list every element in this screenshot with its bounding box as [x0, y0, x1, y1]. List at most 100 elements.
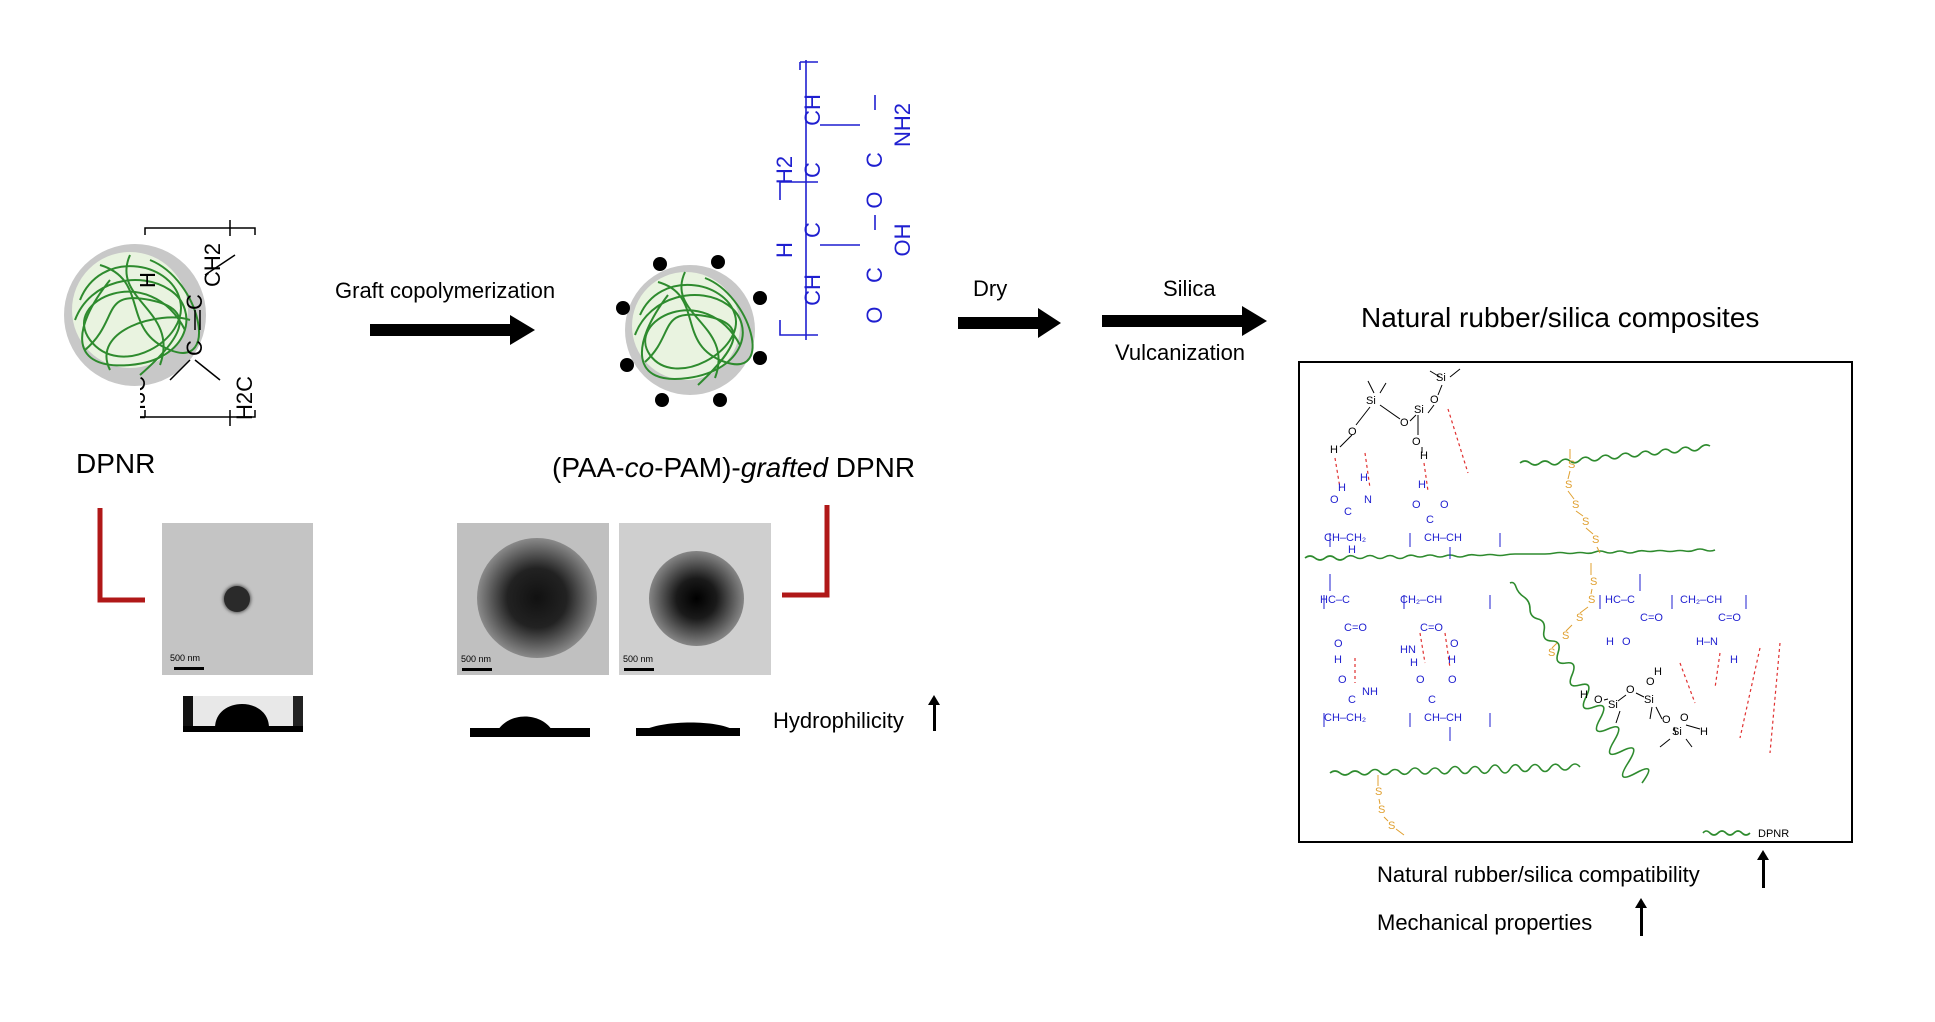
- svg-text:O: O: [1334, 638, 1343, 650]
- paa-pam-structure: CH C H2 C H CH C O NH2 C O OH: [772, 60, 915, 340]
- svg-text:S: S: [1592, 534, 1599, 546]
- chem-amide-o: O: [862, 191, 887, 208]
- arrow-up-mechanical: [1635, 898, 1647, 936]
- svg-text:S: S: [1565, 479, 1572, 491]
- svg-text:CH–CH₂: CH–CH₂: [1324, 532, 1366, 544]
- scale-label: 500 nm: [461, 654, 492, 664]
- svg-text:O: O: [1594, 694, 1603, 706]
- scale-bar: [462, 668, 492, 671]
- svg-text:O: O: [1680, 712, 1689, 724]
- svg-text:H: H: [1654, 666, 1662, 678]
- chem-oh: OH: [890, 224, 915, 257]
- legend-dpnr-text: DPNR: [1758, 828, 1789, 840]
- svg-text:H: H: [1338, 482, 1346, 494]
- svg-text:CH–CH: CH–CH: [1424, 712, 1462, 724]
- red-bracket-right: [782, 505, 830, 598]
- svg-text:S: S: [1388, 820, 1395, 832]
- svg-text:S: S: [1375, 786, 1382, 798]
- iso-h: H: [140, 272, 160, 288]
- grafted-dpnr-label: (PAA-co-PAM)-grafted DPNR: [552, 452, 915, 484]
- svg-text:O: O: [1662, 714, 1671, 726]
- svg-text:C: C: [1348, 694, 1356, 706]
- svg-text:O: O: [1626, 684, 1635, 696]
- contact-angle-dpnr: [183, 696, 303, 732]
- svg-text:O: O: [1450, 638, 1459, 650]
- svg-text:H: H: [1730, 654, 1738, 666]
- svg-text:S: S: [1576, 612, 1583, 624]
- chem-amide-c: C: [862, 152, 887, 168]
- svg-text:H: H: [1448, 654, 1456, 666]
- chem-acid-c: C: [862, 267, 887, 283]
- scale-label: 500 nm: [623, 654, 654, 664]
- tem-particle: [649, 551, 744, 646]
- svg-text:CH–CH₂: CH–CH₂: [1324, 712, 1366, 724]
- svg-text:CH₂–CH: CH₂–CH: [1400, 594, 1442, 606]
- grafted-particle: [616, 255, 767, 407]
- svg-text:H: H: [1348, 544, 1356, 556]
- svg-text:C=O: C=O: [1420, 622, 1443, 634]
- grafted-co: co: [624, 452, 655, 483]
- svg-text:O: O: [1622, 636, 1631, 648]
- svg-text:NH: NH: [1362, 686, 1378, 698]
- svg-text:O: O: [1430, 394, 1439, 406]
- iso-c1: C: [182, 294, 207, 310]
- iso-h3c: H3C: [140, 376, 150, 420]
- svg-text:O: O: [1416, 674, 1425, 686]
- svg-text:O: O: [1400, 417, 1409, 429]
- svg-text:H: H: [1330, 444, 1338, 456]
- svg-text:C=O: C=O: [1640, 612, 1663, 624]
- chem-h2: H2: [772, 156, 797, 184]
- arrow-silica: [1102, 306, 1267, 336]
- tem-particle: [224, 586, 250, 612]
- chem-ch-top: CH: [800, 94, 825, 126]
- svg-text:C=O: C=O: [1344, 622, 1367, 634]
- arrow-up-compatibility: [1757, 850, 1769, 888]
- vulcanization-step-label: Vulcanization: [1115, 340, 1246, 365]
- contact-angle-grafted-2: [636, 722, 740, 736]
- arrow-dry: [958, 308, 1061, 338]
- svg-text:S: S: [1568, 459, 1575, 471]
- svg-text:O: O: [1348, 426, 1357, 438]
- svg-text:HC–C: HC–C: [1320, 594, 1350, 606]
- tem-particle: [477, 538, 597, 658]
- svg-text:S: S: [1378, 804, 1385, 816]
- red-bracket-left: [97, 508, 145, 603]
- contact-angle-grafted-1: [470, 716, 590, 737]
- composites-title: Natural rubber/silica composites: [1361, 302, 1760, 333]
- svg-text:H: H: [1334, 654, 1342, 666]
- tem-image-dpnr: 500 nm: [162, 523, 313, 675]
- iso-c2: C: [182, 340, 207, 356]
- svg-text:S: S: [1588, 594, 1595, 606]
- graft-step-label: Graft copolymerization: [335, 278, 556, 303]
- scale-bar: [624, 668, 654, 671]
- svg-text:Si: Si: [1436, 372, 1446, 384]
- svg-text:O: O: [1646, 676, 1655, 688]
- grafted-prefix: (PAA-: [552, 452, 625, 483]
- svg-text:C=O: C=O: [1718, 612, 1741, 624]
- svg-text:S: S: [1582, 516, 1589, 528]
- chem-ch-bottom: CH: [800, 274, 825, 306]
- silica-step-label: Silica: [1163, 276, 1216, 301]
- svg-text:H–N: H–N: [1696, 636, 1718, 648]
- svg-text:Si: Si: [1608, 699, 1618, 711]
- mechanical-label: Mechanical properties: [1377, 910, 1593, 935]
- compatibility-label: Natural rubber/silica compatibility: [1377, 862, 1700, 887]
- dpnr-label: DPNR: [76, 448, 156, 479]
- grafted-italic: grafted: [740, 452, 828, 483]
- grafted-suffix: DPNR: [827, 452, 916, 483]
- chem-nh2: NH2: [890, 103, 915, 147]
- svg-text:C: C: [1344, 506, 1352, 518]
- svg-text:O: O: [1412, 436, 1421, 448]
- svg-text:Si: Si: [1414, 404, 1424, 416]
- svg-text:N: N: [1364, 494, 1372, 506]
- svg-text:H: H: [1418, 479, 1426, 491]
- svg-text:S: S: [1572, 499, 1579, 511]
- chem-c-top: C: [800, 162, 825, 178]
- dry-step-label: Dry: [973, 276, 1008, 301]
- svg-text:H: H: [1700, 726, 1708, 738]
- svg-text:H: H: [1420, 450, 1428, 462]
- tem-image-grafted-2: 500 nm: [619, 523, 771, 675]
- svg-text:CH₂–CH: CH₂–CH: [1680, 594, 1722, 606]
